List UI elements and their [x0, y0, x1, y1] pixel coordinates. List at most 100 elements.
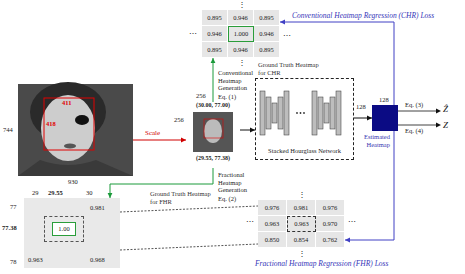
ellipsis: ⋮: [238, 58, 246, 68]
dimension-number: 744: [3, 126, 13, 134]
hourglass-module: [312, 91, 341, 135]
dot: [296, 112, 298, 114]
step-label: Conventional Heatmap Generation: [218, 69, 254, 92]
arrowhead: [181, 138, 186, 143]
grid-value: 0.963: [28, 256, 43, 264]
connector: [213, 58, 214, 102]
hourglass-block: [266, 97, 271, 129]
dimension-number: 128: [379, 96, 389, 104]
grid-value: 0.895: [254, 42, 280, 58]
axis-tick: 30: [86, 189, 93, 197]
axis-tick: 78: [10, 258, 17, 266]
grid-value: 0.976: [316, 200, 345, 216]
heatmap-label: Estimated Heatmap: [348, 133, 390, 148]
edge-label: Scale: [145, 130, 160, 138]
arrowhead: [280, 20, 285, 25]
face-box: [44, 98, 94, 150]
coordinate-label: (30.00, 77.00): [186, 102, 240, 110]
scaled-image: (30.00, 77.00) (29.55, 77.38): [186, 102, 240, 168]
grid-value: 0.946: [228, 10, 254, 26]
hourglass-block: [278, 97, 283, 129]
grid-value: 0.981: [287, 200, 316, 216]
grid-value: 0.946: [228, 42, 254, 58]
output-symbol: Z: [443, 120, 448, 130]
dimension-number: 411: [62, 99, 71, 107]
scaled-face: [204, 119, 222, 143]
dimension-number: 128: [356, 103, 366, 111]
ellipsis: ⋮: [298, 249, 306, 259]
hourglass-module: [260, 91, 289, 135]
arrowhead: [436, 123, 441, 128]
fractional-grid: 0.9811.000.9630.968: [24, 198, 120, 268]
grid-caption: Ground Truth Heatmap for FHR: [150, 190, 212, 205]
ellipsis-dots: [296, 112, 305, 114]
output-arrow: [398, 111, 437, 112]
connector: [345, 131, 394, 240]
arrowhead: [436, 109, 441, 114]
hourglass-block: [272, 103, 277, 123]
dimension-number: 256: [196, 92, 206, 100]
axis-tick: 77: [10, 203, 17, 211]
hourglass-block: [330, 97, 335, 129]
photo-eyepatch: [75, 115, 89, 125]
ellipsis: ⋯: [189, 29, 197, 39]
network-label: Stacked Hourglass Network: [256, 147, 353, 155]
hourglass-block: [324, 103, 329, 123]
grid-value: 0.963: [287, 216, 316, 232]
edge-label: Eq. (1): [218, 93, 236, 101]
equation-label: Eq. (4): [405, 127, 423, 135]
edge-label: Eq. (2): [218, 195, 236, 203]
connector: [120, 206, 258, 250]
coordinate-label: (29.55, 77.38): [186, 155, 240, 163]
grid-value: 0.976: [258, 200, 287, 216]
connector: [133, 140, 186, 141]
grid-value: 0.850: [258, 232, 287, 248]
grid-value: 0.895: [202, 10, 228, 26]
arrowhead: [345, 238, 350, 243]
hourglass-block: [318, 97, 323, 129]
grid-value: 0.946: [254, 26, 280, 42]
dot: [300, 112, 302, 114]
grid-value: 0.762: [316, 232, 345, 248]
dimension-number: 256: [174, 116, 184, 124]
estimated-heatmap: Estimated Heatmap: [372, 105, 398, 131]
axis-tick: 77.38: [2, 224, 17, 232]
ellipsis: ⋯: [348, 217, 356, 227]
ellipsis: ⋮: [238, 0, 246, 10]
photo-shoulders: [18, 160, 133, 176]
grid-value: 0.968: [90, 256, 105, 264]
grid-value: 0.946: [202, 26, 228, 42]
edge-label: Fractional Heatmap Regression (FHR) Loss: [255, 260, 388, 269]
step-label: Fractional Heatmap Generation: [218, 171, 254, 194]
photo-lips: [64, 144, 76, 149]
hourglass-block: [260, 91, 265, 135]
photo-face: [41, 95, 95, 161]
heatmap-grid: 0.8950.9460.8950.9461.0000.9460.8950.946…: [202, 10, 280, 58]
grid-value: 0.970: [316, 216, 345, 232]
dimension-number: 930: [68, 178, 78, 186]
ellipsis: ⋯: [283, 31, 291, 41]
hourglass-block: [336, 91, 341, 135]
scaled-face-box: [204, 119, 223, 138]
grid-caption: Ground Truth Heatmap for CHR: [258, 61, 320, 76]
edge-label: Conventional Heatmap Regression (CHR) Lo…: [292, 12, 434, 21]
scaled-photo: [193, 112, 233, 152]
output-arrow: [398, 125, 437, 126]
grid-value: 1.000: [228, 26, 254, 42]
input-photo: 411 418: [18, 84, 133, 176]
ellipsis: ⋮: [298, 190, 306, 200]
grid-value: 0.895: [202, 42, 228, 58]
grid-value: 0.854: [287, 232, 316, 248]
axis-tick: 29.55: [48, 189, 63, 197]
dot: [303, 112, 305, 114]
grid-value: 0.981: [90, 204, 105, 212]
grid-value: 0.895: [254, 10, 280, 26]
grid-value: 0.963: [258, 216, 287, 232]
output-symbol: Ẑ: [443, 104, 448, 114]
arrowhead: [211, 58, 216, 63]
dimension-number: 418: [46, 120, 56, 128]
axis-tick: 29: [32, 189, 39, 197]
hourglass-block: [312, 91, 317, 135]
heatmap-grid: 0.9760.9810.9760.9630.9630.9700.8500.854…: [258, 200, 345, 248]
